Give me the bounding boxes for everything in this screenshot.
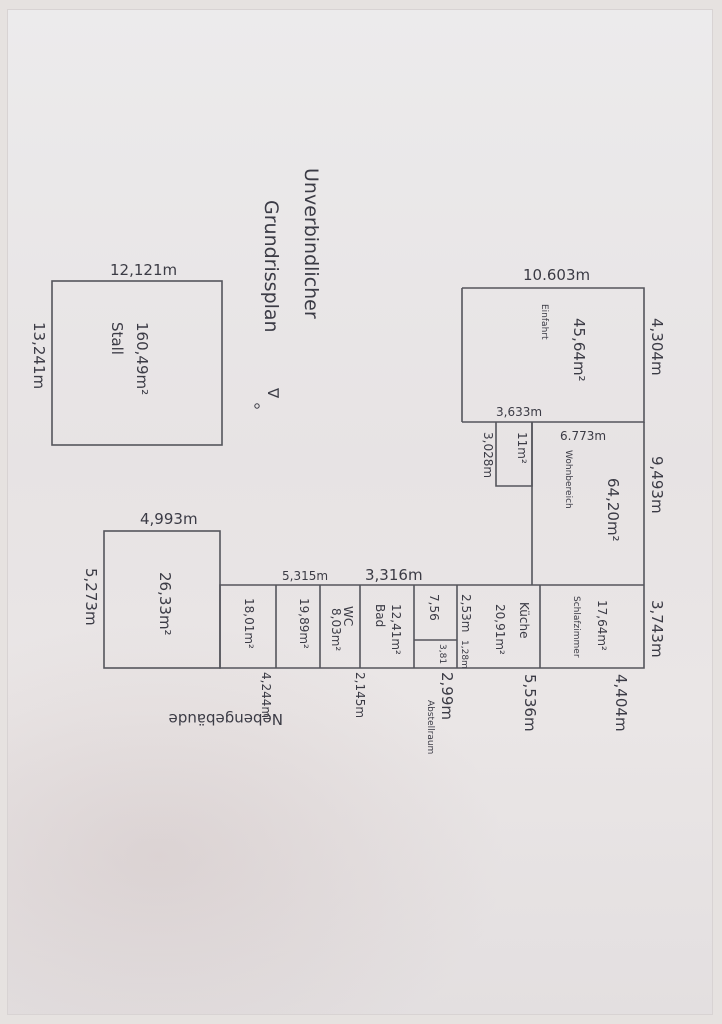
room19-width-label: 5,315m bbox=[282, 569, 328, 583]
abstell-area-label: 7,56 bbox=[427, 594, 441, 621]
schlaf-area-label: 17,64m² bbox=[595, 600, 609, 651]
paper-sheet bbox=[8, 10, 712, 1014]
wohnbereich-name-label: Wohnbereich bbox=[563, 450, 573, 509]
einfahrt-area-label: 45,64m² bbox=[570, 318, 588, 382]
room18-area-label: 18,01m² bbox=[242, 598, 256, 649]
stall-name-label: Stall bbox=[108, 322, 126, 355]
einfahrt-width-label: 10.603m bbox=[523, 266, 590, 284]
schlaf-depth-label: 4,404m bbox=[612, 674, 630, 732]
einfahrt-block: 10.603m 4,304m 45,64m² Einfahrt bbox=[461, 266, 666, 423]
kueche-area-label: 20,91m² bbox=[493, 604, 507, 655]
abstell-width-label: 2,53m bbox=[459, 594, 473, 632]
title-circle-mark bbox=[254, 403, 260, 409]
schlaf-name-label: Schlafzimmer bbox=[571, 596, 581, 658]
abstell-depth-label: 2,99m bbox=[438, 672, 456, 720]
title-symbol: ∇ bbox=[264, 387, 282, 399]
small-room-depth-label: 3,028m bbox=[481, 432, 495, 478]
stall-outline bbox=[51, 280, 223, 446]
einfahrt-depth-label: 4,304m bbox=[648, 318, 666, 376]
bad-area-label: 12,41m² bbox=[389, 604, 403, 655]
wohnbereich-area-label: 64,20m² bbox=[604, 478, 622, 542]
room19-area-label: 19,89m² bbox=[297, 598, 311, 649]
nebengebaude-name-label: Nebengebäude bbox=[169, 710, 283, 728]
small-room-area-label: 11m² bbox=[515, 432, 529, 464]
shadow bbox=[8, 620, 508, 1014]
abstell-name-label: Abstellraum bbox=[425, 700, 435, 754]
kueche-width-label: 5,536m bbox=[521, 674, 539, 732]
lower-wing: 3,743m 17,64m² Schlafzimmer 4,404m Küche… bbox=[219, 566, 666, 754]
wohnbereich-block: 6.773m 9,493m 64,20m² Wohnbereich bbox=[531, 422, 666, 585]
nebengebaude-outline bbox=[103, 530, 221, 669]
small-room: 3,633m 3,028m 11m² bbox=[481, 405, 542, 487]
nebengebaude-width-label: 4,993m bbox=[140, 510, 198, 528]
abstell-area2-label: 3,81 bbox=[437, 644, 447, 664]
wohnbereich-width-label: 6.773m bbox=[560, 429, 606, 443]
title-line2: Grundrissplan bbox=[260, 200, 282, 333]
title-line1: Unverbindlicher bbox=[300, 168, 322, 319]
plan-title: Unverbindlicher Grundrissplan ∇ bbox=[254, 168, 322, 409]
stall-width-label: 12,121m bbox=[110, 261, 177, 279]
bad-name-label: Bad bbox=[373, 604, 387, 627]
schlaf-width-label: 3,743m bbox=[648, 600, 666, 658]
wc-width-label: 2,145m bbox=[353, 672, 367, 718]
nebengebaude-block: 4,993m 5,273m 26,33m² Nebengebäude bbox=[82, 510, 283, 728]
kueche-name-label: Küche bbox=[517, 602, 531, 638]
einfahrt-name-label: Einfahrt bbox=[539, 304, 549, 340]
wc-name-label: WC bbox=[341, 606, 355, 626]
nebengebaude-depth-label: 5,273m bbox=[82, 568, 100, 626]
stall-area-label: 160,49m² bbox=[133, 322, 151, 395]
einfahrt-outline bbox=[462, 287, 645, 423]
nebengebaude-area-label: 26,33m² bbox=[156, 572, 174, 636]
room18-depth-label: 4,244m bbox=[259, 672, 273, 718]
small-room-width-label: 3,633m bbox=[496, 405, 542, 419]
abstell-width2-label: 1,28m bbox=[459, 640, 469, 669]
stall-building: 12,121m 13,241m 160,49m² Stall bbox=[30, 261, 223, 446]
stall-depth-label: 13,241m bbox=[30, 322, 48, 389]
bad-width-label: 3,316m bbox=[365, 566, 423, 584]
wohnbereich-depth-label: 9,493m bbox=[648, 456, 666, 514]
wc-area-label: 8,03m² bbox=[329, 608, 343, 651]
